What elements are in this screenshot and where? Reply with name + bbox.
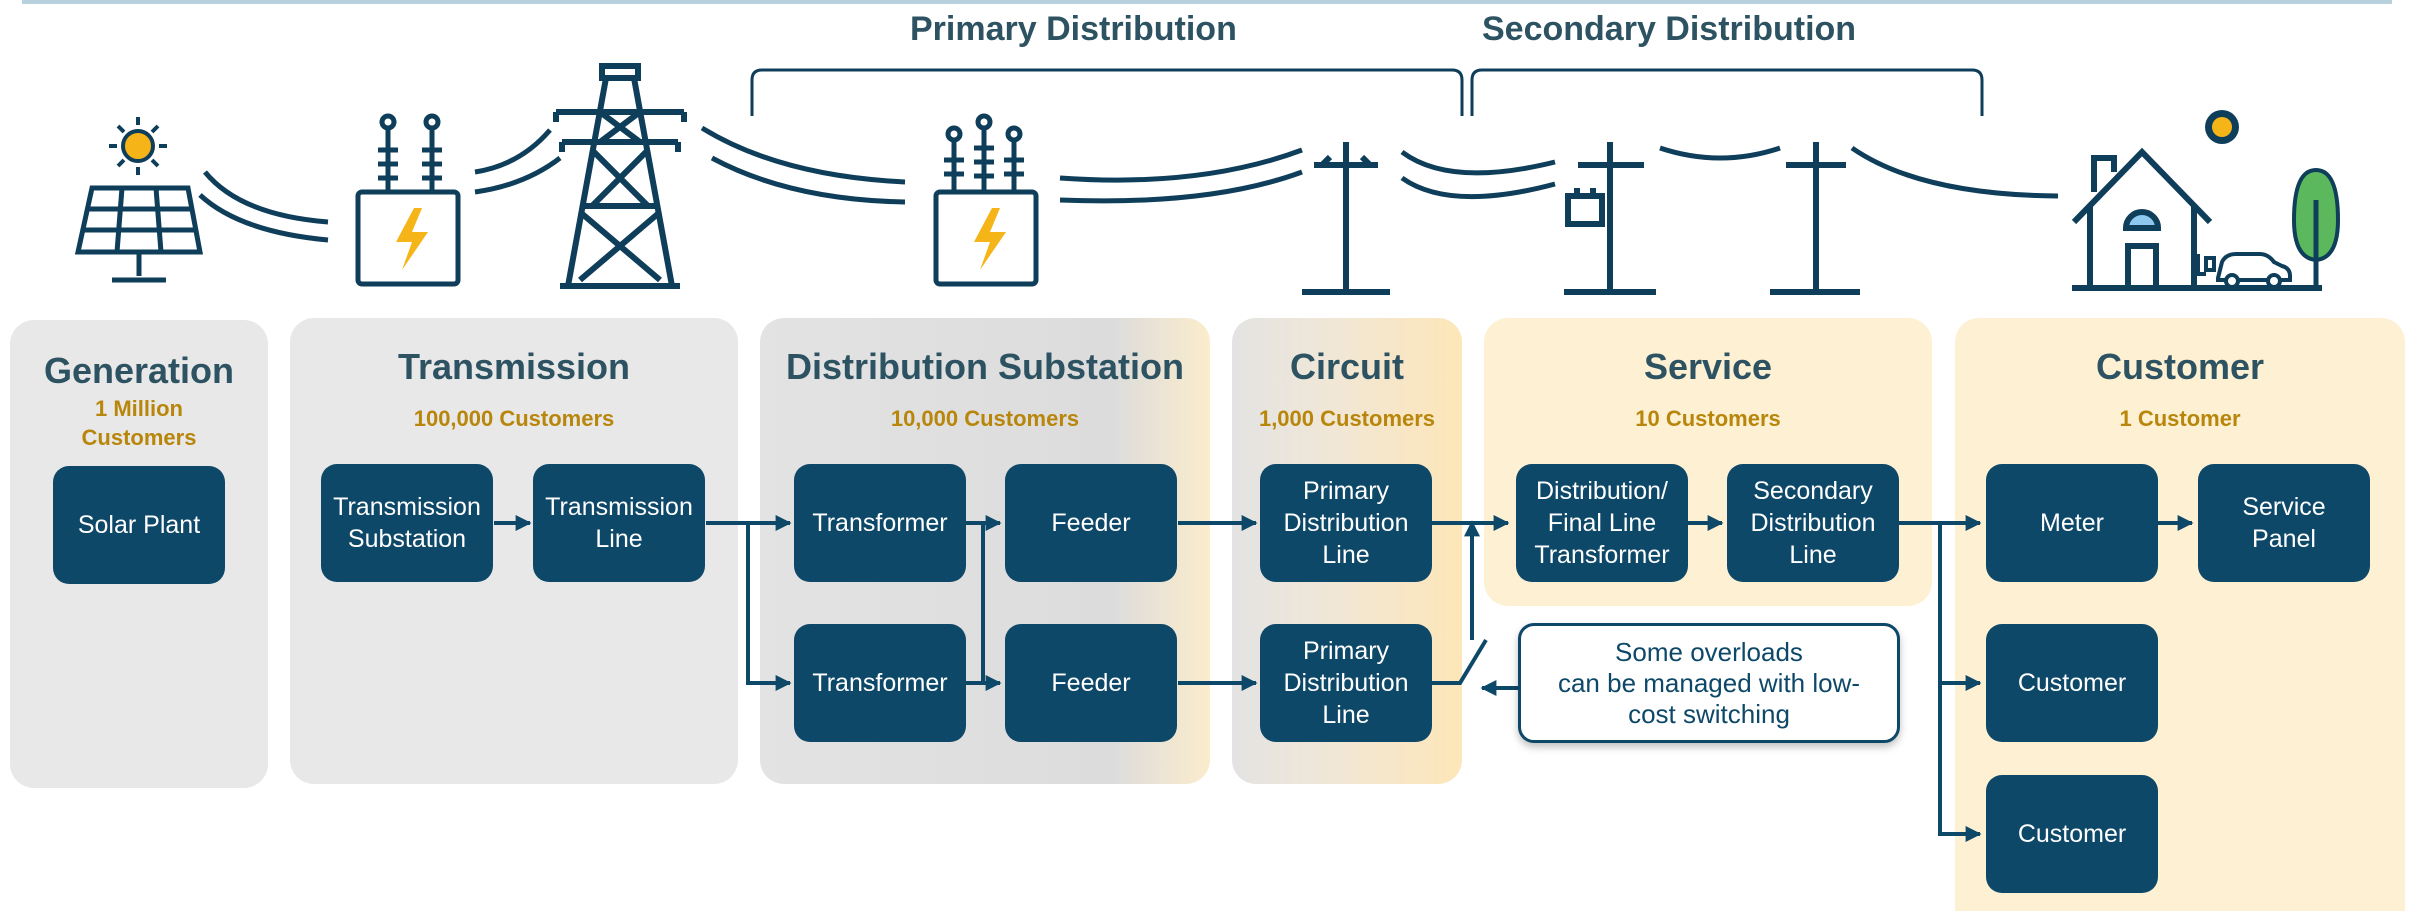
secondary-distribution-label: Secondary Distribution	[1482, 10, 1857, 48]
primary-distribution-line-node: Primary Distribution Line	[1260, 624, 1432, 742]
solar-panel-icon	[74, 185, 204, 283]
transmission-tower-icon	[553, 63, 687, 289]
circuit-title: Circuit	[1289, 346, 1404, 387]
distribution-substation-title: Distribution Substation	[786, 346, 1184, 387]
substation-transformer-icon	[355, 113, 461, 287]
substation-transformer-icon	[933, 113, 1039, 287]
transmission-substation-node: Transmission Substation	[321, 464, 493, 582]
house-icon	[2071, 147, 2322, 291]
overhead-line	[1659, 145, 1781, 161]
top-divider	[22, 0, 2392, 4]
transformer-node: Transformer	[794, 464, 966, 582]
sun-icon	[109, 117, 167, 175]
customer-node: Customer	[1986, 775, 2158, 893]
branch-to-second-feeder	[981, 523, 1002, 691]
open-switch	[1432, 638, 1488, 685]
customer-customers: 1 Customer	[2119, 406, 2241, 431]
customer-title: Customer	[2095, 346, 2265, 387]
service-title: Service	[1643, 346, 1773, 387]
meter-node: Meter	[1986, 464, 2158, 582]
primary-distribution-bracket	[750, 68, 1464, 116]
branch-to-second-transformer	[746, 523, 792, 691]
electric-car-icon	[2196, 252, 2292, 289]
final-line-transformer-node: Distribution/ Final Line Transformer	[1516, 464, 1688, 582]
overhead-line	[700, 125, 906, 205]
overhead-line	[1400, 149, 1556, 200]
primary-distribution-line-node: Primary Distribution Line	[1260, 464, 1432, 582]
branch-to-customer-1	[1938, 523, 1982, 691]
utility-pole-icon	[1302, 142, 1390, 295]
customer-node: Customer	[1986, 624, 2158, 742]
transmission-line-node: Transmission Line	[533, 464, 705, 582]
distribution-substation-customers: 10,000 Customers	[890, 406, 1080, 431]
feeder-node: Feeder	[1005, 464, 1177, 582]
transmission-customers: 100,000 Customers	[413, 406, 615, 431]
overhead-line	[474, 128, 562, 195]
secondary-distribution-line-node: Secondary Distribution Line	[1727, 464, 1899, 582]
branch-to-customer-2	[1938, 683, 1982, 842]
sun-icon	[2205, 110, 2239, 144]
service-customers: 10 Customers	[1635, 406, 1781, 431]
generation-title: Generation	[43, 350, 235, 391]
transmission-title: Transmission	[397, 346, 631, 387]
overhead-line	[1059, 147, 1303, 204]
feeder-node: Feeder	[1005, 624, 1177, 742]
pole-mounted-transformer-icon	[1564, 142, 1656, 295]
service-panel-node: Service Panel	[2198, 464, 2370, 582]
circuit-customers: 1,000 Customers	[1258, 406, 1436, 431]
solar-plant-node: Solar Plant	[53, 466, 225, 584]
overhead-line	[198, 170, 329, 243]
tree-icon	[2291, 167, 2341, 288]
transformer-node: Transformer	[794, 624, 966, 742]
primary-distribution-label: Primary Distribution	[910, 10, 1237, 48]
utility-pole-icon	[1770, 142, 1860, 295]
secondary-distribution-bracket	[1470, 68, 1984, 116]
overhead-line	[1850, 145, 2059, 199]
generation-customers: 1 Million Customers	[81, 396, 197, 450]
switching-callout: Some overloads can be managed with low- …	[1518, 623, 1900, 743]
